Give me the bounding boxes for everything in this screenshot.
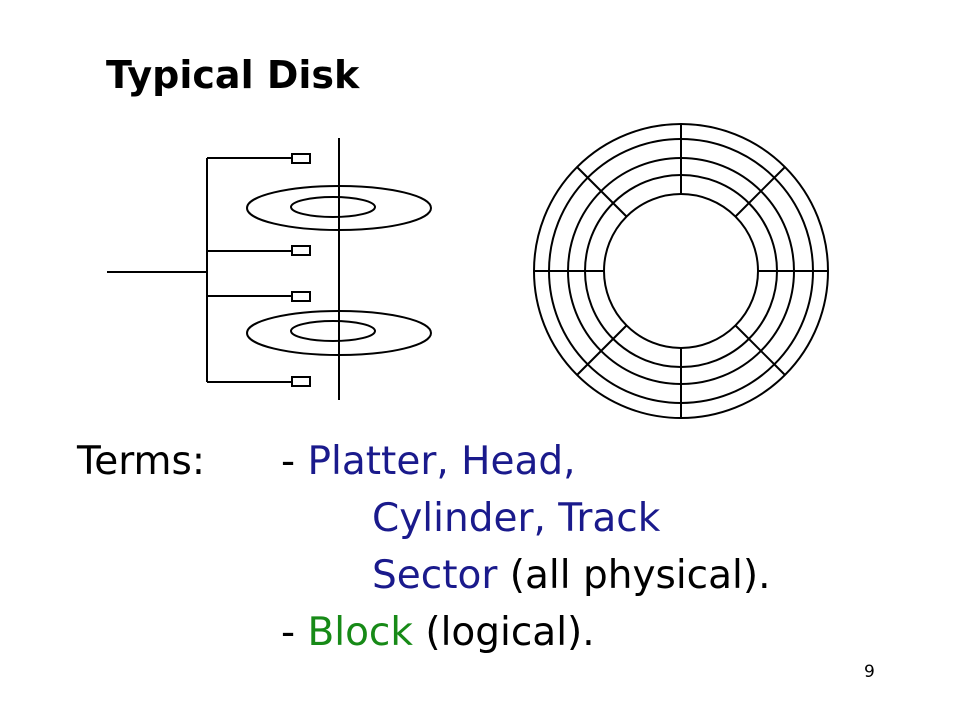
terms-label-text: Terms: [77, 439, 205, 484]
read-write-head [291, 153, 311, 164]
sector-divider [576, 324, 628, 376]
slide-title: Typical Disk [106, 53, 360, 97]
terms-line-2: Cylinder, Track [372, 499, 660, 538]
sector-divider [734, 324, 786, 376]
term-physical-note: (all physical). [497, 553, 771, 598]
bullet-dash: - [281, 610, 308, 655]
bullet-dash: - [281, 439, 308, 484]
terms-line-4: - Block (logical). [281, 613, 595, 652]
read-write-head [291, 291, 311, 302]
read-write-head [291, 245, 311, 256]
term-sector: Sector [372, 553, 498, 598]
terms-line-3: Sector (all physical). [372, 556, 770, 595]
read-write-head [291, 376, 311, 387]
terms-line-1: - Platter, Head, [281, 442, 576, 481]
page-number: 9 [864, 662, 875, 682]
platter-top-view [533, 123, 829, 419]
term-cylinder-track: Cylinder, Track [372, 496, 661, 541]
platter-inner-track [290, 320, 376, 342]
disk-side-view [107, 138, 432, 400]
platter-inner-track [290, 196, 376, 218]
term-platter-head: Platter, Head, [307, 439, 576, 484]
term-block: Block [307, 610, 413, 655]
spindle-hole [603, 193, 759, 349]
sector-divider [734, 166, 786, 218]
terms-label: Terms: [77, 442, 205, 481]
term-logical-note: (logical). [412, 610, 595, 655]
sector-divider [576, 166, 628, 218]
